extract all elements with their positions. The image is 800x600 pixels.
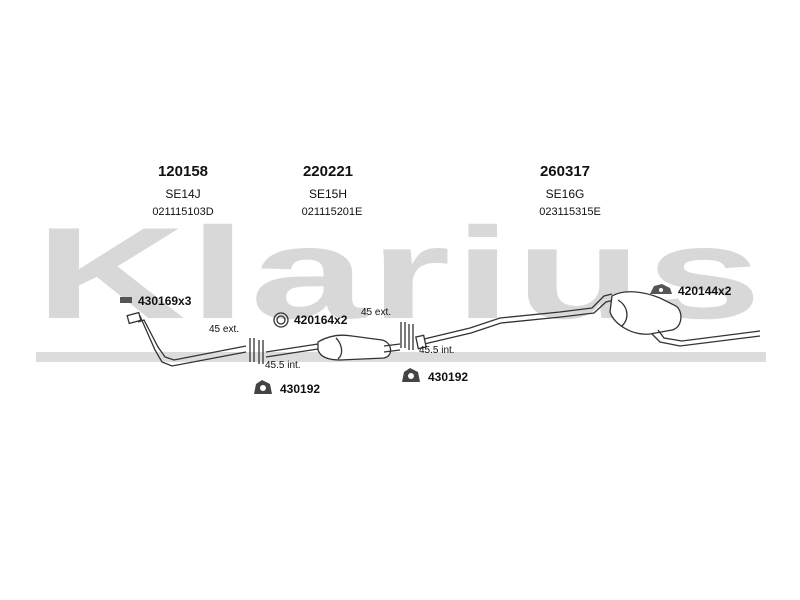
section-3-model: SE16G — [545, 187, 585, 201]
middle-silencer-pipe — [265, 334, 401, 361]
section-1-model: SE14J — [165, 187, 201, 201]
hanger-icon-420144 — [650, 284, 672, 294]
measurement-label-m1: 45 ext. — [209, 324, 240, 335]
rear-silencer-pipe — [415, 291, 761, 350]
watermark-underline — [36, 352, 766, 362]
clamp-icon-430169 — [120, 297, 132, 303]
section-1-part-number: 120158 — [157, 163, 209, 180]
section-1-oem: 021115103D — [152, 206, 214, 218]
accessory-label-a5: 430192 — [428, 370, 469, 384]
mount-icon-430192-right — [402, 368, 420, 382]
accessory-label-a3: 420144x2 — [678, 284, 732, 298]
ring-icon-420164 — [273, 312, 289, 328]
measurement-label-m4: 45.5 int. — [419, 345, 455, 356]
mount-icon-430192-left — [254, 380, 272, 394]
section-2-oem: 021115201E — [301, 206, 363, 218]
joint-2-clamp — [400, 322, 414, 350]
section-3-oem: 023115315E — [539, 206, 601, 218]
section-2-part-number: 220221 — [302, 163, 354, 180]
measurement-label-m2: 45.5 int. — [265, 360, 301, 371]
front-pipe — [126, 311, 247, 367]
section-2-model: SE15H — [308, 187, 348, 201]
accessory-label-a2: 420164x2 — [294, 313, 348, 327]
accessory-label-a1: 430169x3 — [138, 294, 192, 308]
accessory-label-a4: 430192 — [280, 382, 321, 396]
measurement-label-m3: 45 ext. — [361, 307, 392, 318]
joint-1-clamp — [249, 338, 264, 364]
section-3-part-number: 260317 — [539, 163, 591, 180]
